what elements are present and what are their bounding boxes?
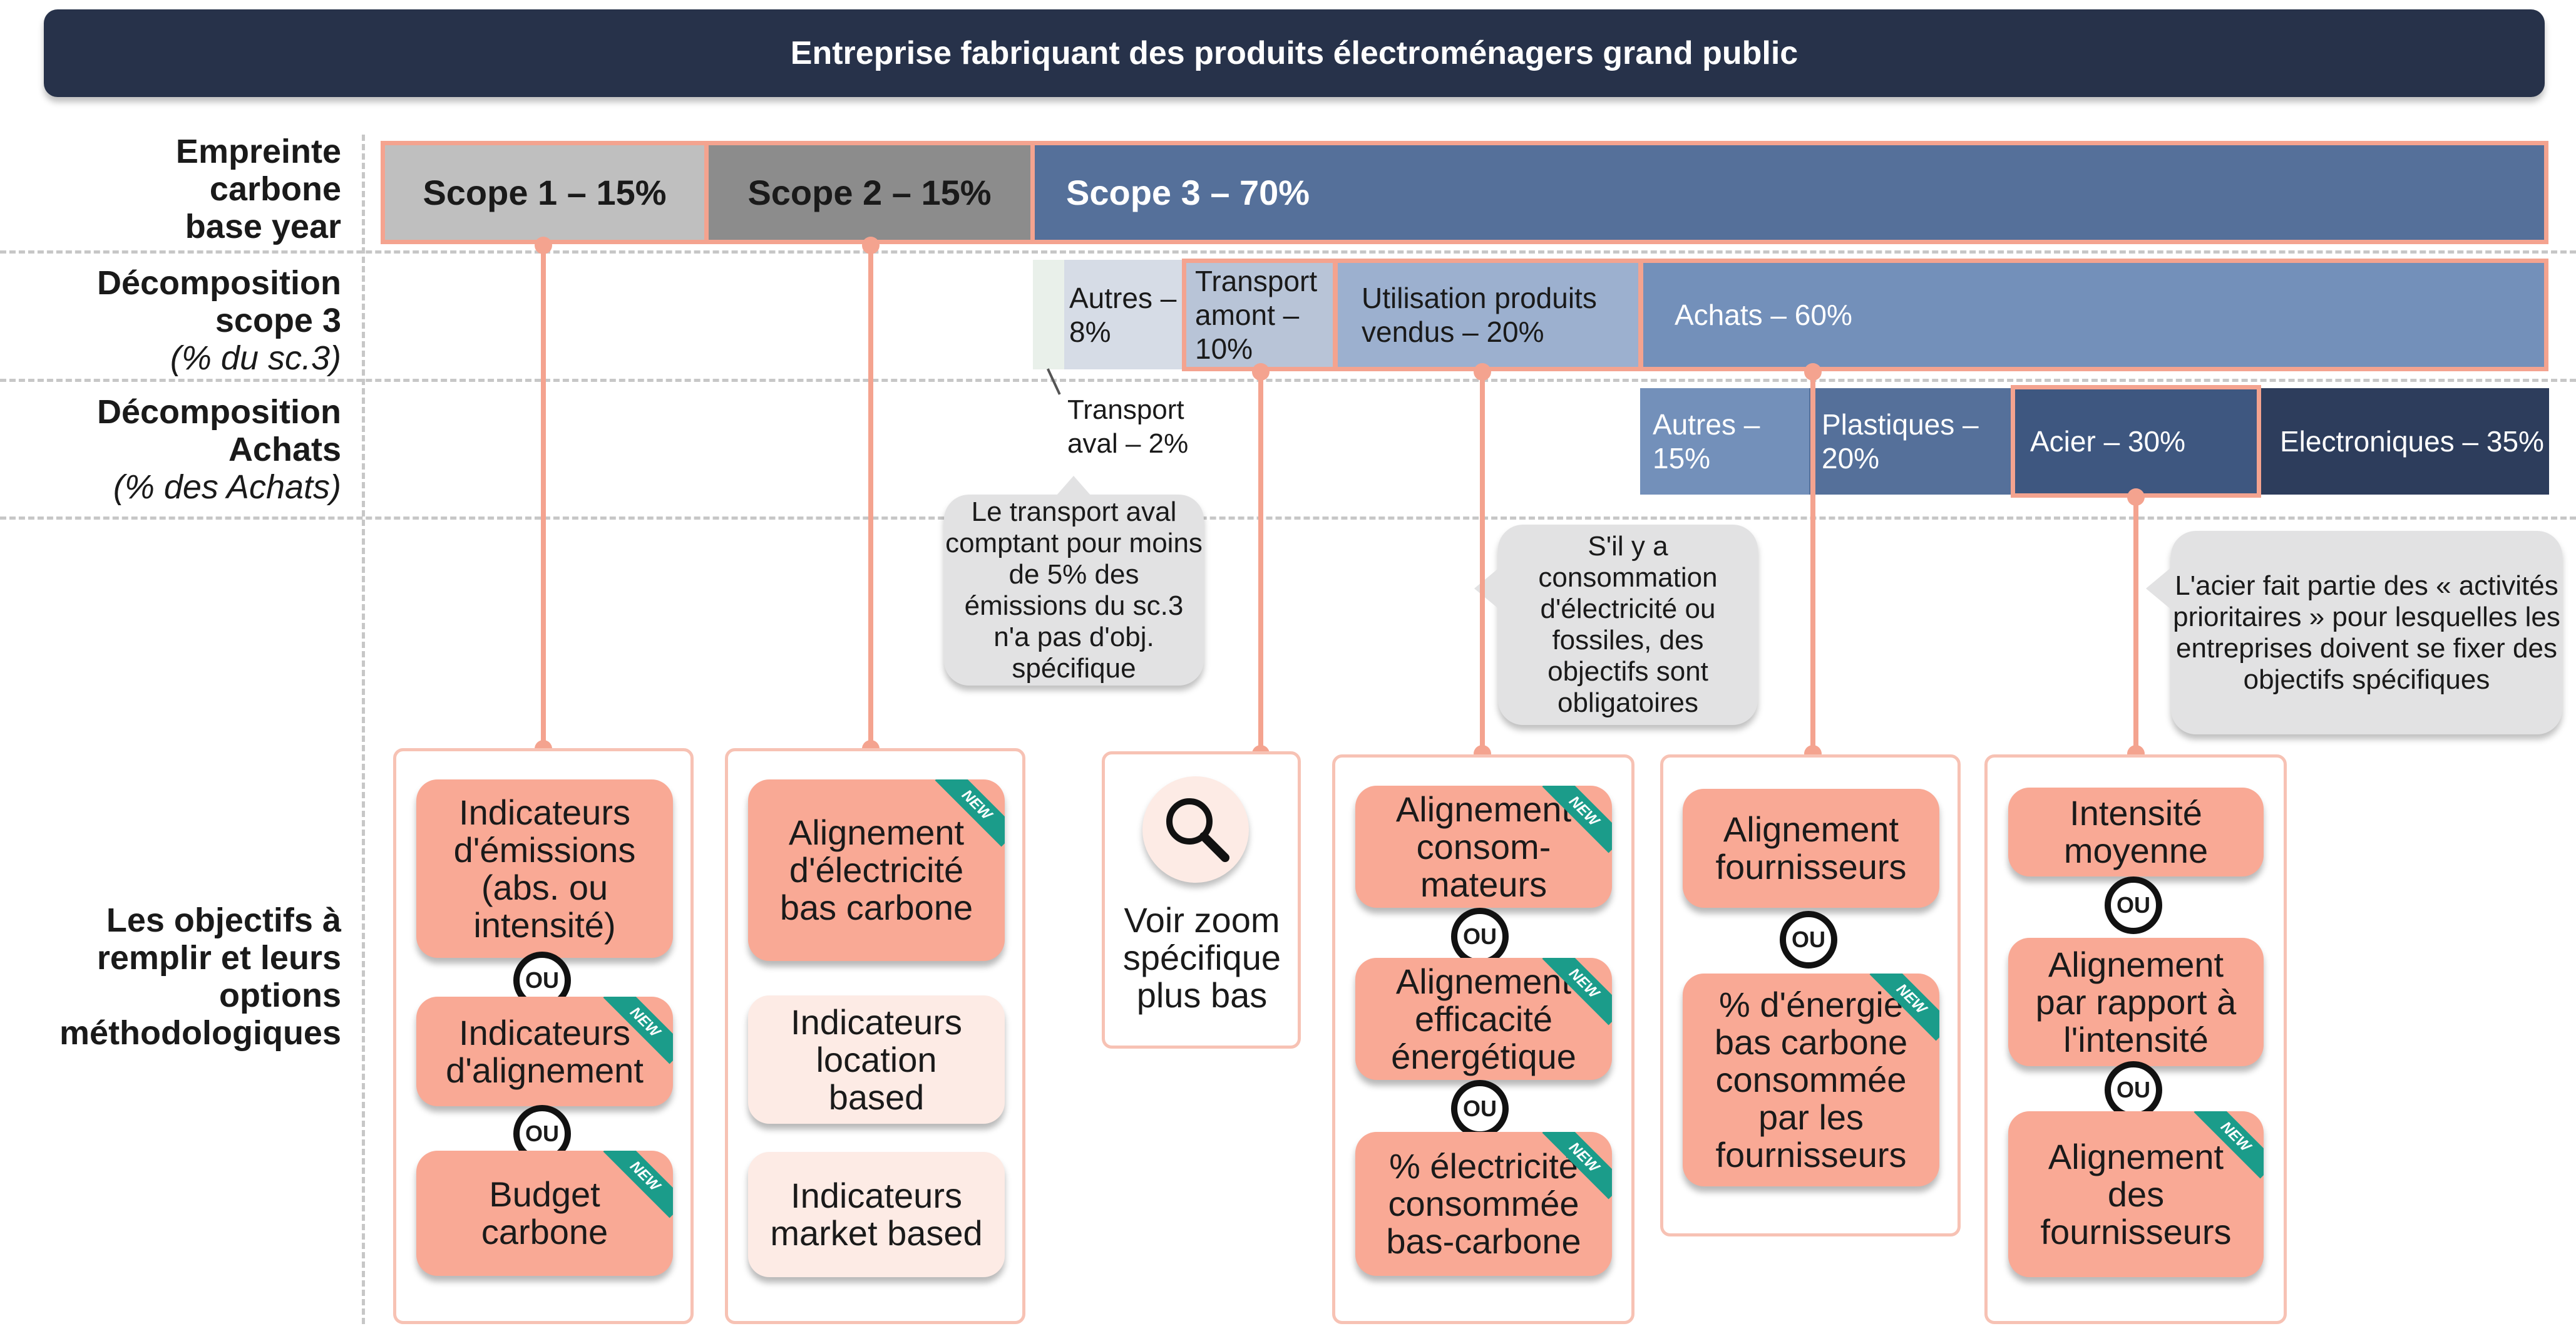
vertical-separator — [362, 135, 365, 1324]
zoom-icon — [1142, 776, 1249, 883]
connector-dot — [862, 237, 880, 254]
connector-transport — [1258, 371, 1263, 753]
option-supplier-alignment: Alignement fournisseurs — [1683, 789, 1939, 908]
option-average-intensity: Intensité moyenne — [2008, 788, 2264, 876]
achats-autres-segment: Autres – 15% — [1640, 388, 1809, 495]
separator-line — [0, 250, 2576, 254]
row-label-objectives: Les objectifs à remplir et leurs options… — [59, 902, 341, 1052]
page-title: Entreprise fabriquant des produits élect… — [44, 9, 2545, 97]
connector-plastiques — [1810, 371, 1815, 753]
plastiques-segment: Plastiques – 20% — [1809, 388, 2016, 495]
connector-dot — [1474, 363, 1491, 381]
achats-segment: Achats – 60% — [1639, 259, 2548, 371]
option-energy-efficiency: Alignement efficacité énergétique NEW — [1355, 958, 1612, 1080]
option-supplier-low-carbon-energy: % d'énergie bas carbone consommée par le… — [1683, 974, 1939, 1186]
separator-line — [0, 379, 2576, 382]
option-market-based: Indicateurs market based — [748, 1152, 1005, 1277]
ou-badge: OU — [1451, 908, 1509, 965]
magnifier-icon — [1166, 798, 1229, 862]
ou-badge: OU — [2105, 876, 2162, 934]
row-label-achats: Décomposition Achats (% des Achats) — [96, 393, 341, 506]
transport-callout-pointer — [1052, 476, 1096, 501]
row-label-footprint: Empreinte carbone base year — [175, 133, 341, 245]
connector-acier — [2133, 498, 2138, 754]
transport-options-column — [1102, 751, 1301, 1049]
ou-badge: OU — [1780, 911, 1837, 969]
electricite-callout: S'il y a consommation d'électricité ou f… — [1498, 525, 1758, 725]
transport-zoom-note: Voir zoom spécifique plus bas — [1122, 900, 1281, 1015]
scope3-autres-segment: Autres – 8% — [1064, 260, 1183, 369]
option-intensity-alignment: Alignement par rapport à l'intensité — [2008, 938, 2264, 1066]
connector-dot — [535, 237, 552, 254]
connector-dot — [1252, 363, 1270, 381]
option-location-based: Indicateurs location based — [748, 995, 1005, 1124]
option-low-carbon-electricity-consumed: % électricité consommée bas-carbone NEW — [1355, 1132, 1612, 1276]
transport-callout: Le transport aval comptant pour moins de… — [944, 495, 1204, 686]
option-low-carbon-electricity: Alignement d'électricité bas carbone NEW — [748, 779, 1005, 961]
connector-dot — [1804, 363, 1822, 381]
option-consumer-alignment: Alignement consom-mateurs NEW — [1355, 786, 1612, 908]
transport-aval-segment — [1033, 260, 1064, 369]
transport-aval-label: Transport aval – 2% — [1067, 394, 1189, 459]
connector-scope2 — [868, 244, 873, 748]
scope1-bar: Scope 1 – 15% — [381, 141, 709, 244]
option-emission-indicators: Indicateurs d'émissions (abs. ou intensi… — [416, 779, 673, 958]
ou-badge: OU — [1451, 1080, 1509, 1138]
transport-amont-segment: Transport amont – 10% — [1182, 259, 1337, 371]
ou-badge: OU — [2105, 1061, 2162, 1119]
utilisation-segment: Utilisation produits vendus – 20% — [1333, 259, 1643, 371]
acier-callout: L'acier fait partie des « activités prio… — [2171, 531, 2562, 734]
acier-segment: Acier – 30% — [2011, 385, 2261, 498]
electricite-callout-pointer — [1474, 567, 1501, 610]
scope2-bar: Scope 2 – 15% — [704, 141, 1035, 244]
row-label-scope3: Décomposition scope 3 (% du sc.3) — [96, 264, 341, 377]
scope3-bar: Scope 3 – 70% — [1030, 141, 2548, 244]
electroniques-segment: Electroniques – 35% — [2261, 388, 2549, 495]
acier-callout-pointer — [2146, 567, 2172, 610]
connector-scope1 — [541, 244, 546, 748]
option-alignment-indicators: Indicateurs d'alignement NEW — [416, 997, 673, 1106]
connector-utilisation — [1480, 371, 1485, 753]
option-carbon-budget: Budget carbone NEW — [416, 1151, 673, 1276]
separator-line — [0, 516, 2576, 520]
connector-dot — [2127, 488, 2145, 506]
option-steel-supplier-alignment: Alignement des fournisseurs NEW — [2008, 1111, 2264, 1277]
